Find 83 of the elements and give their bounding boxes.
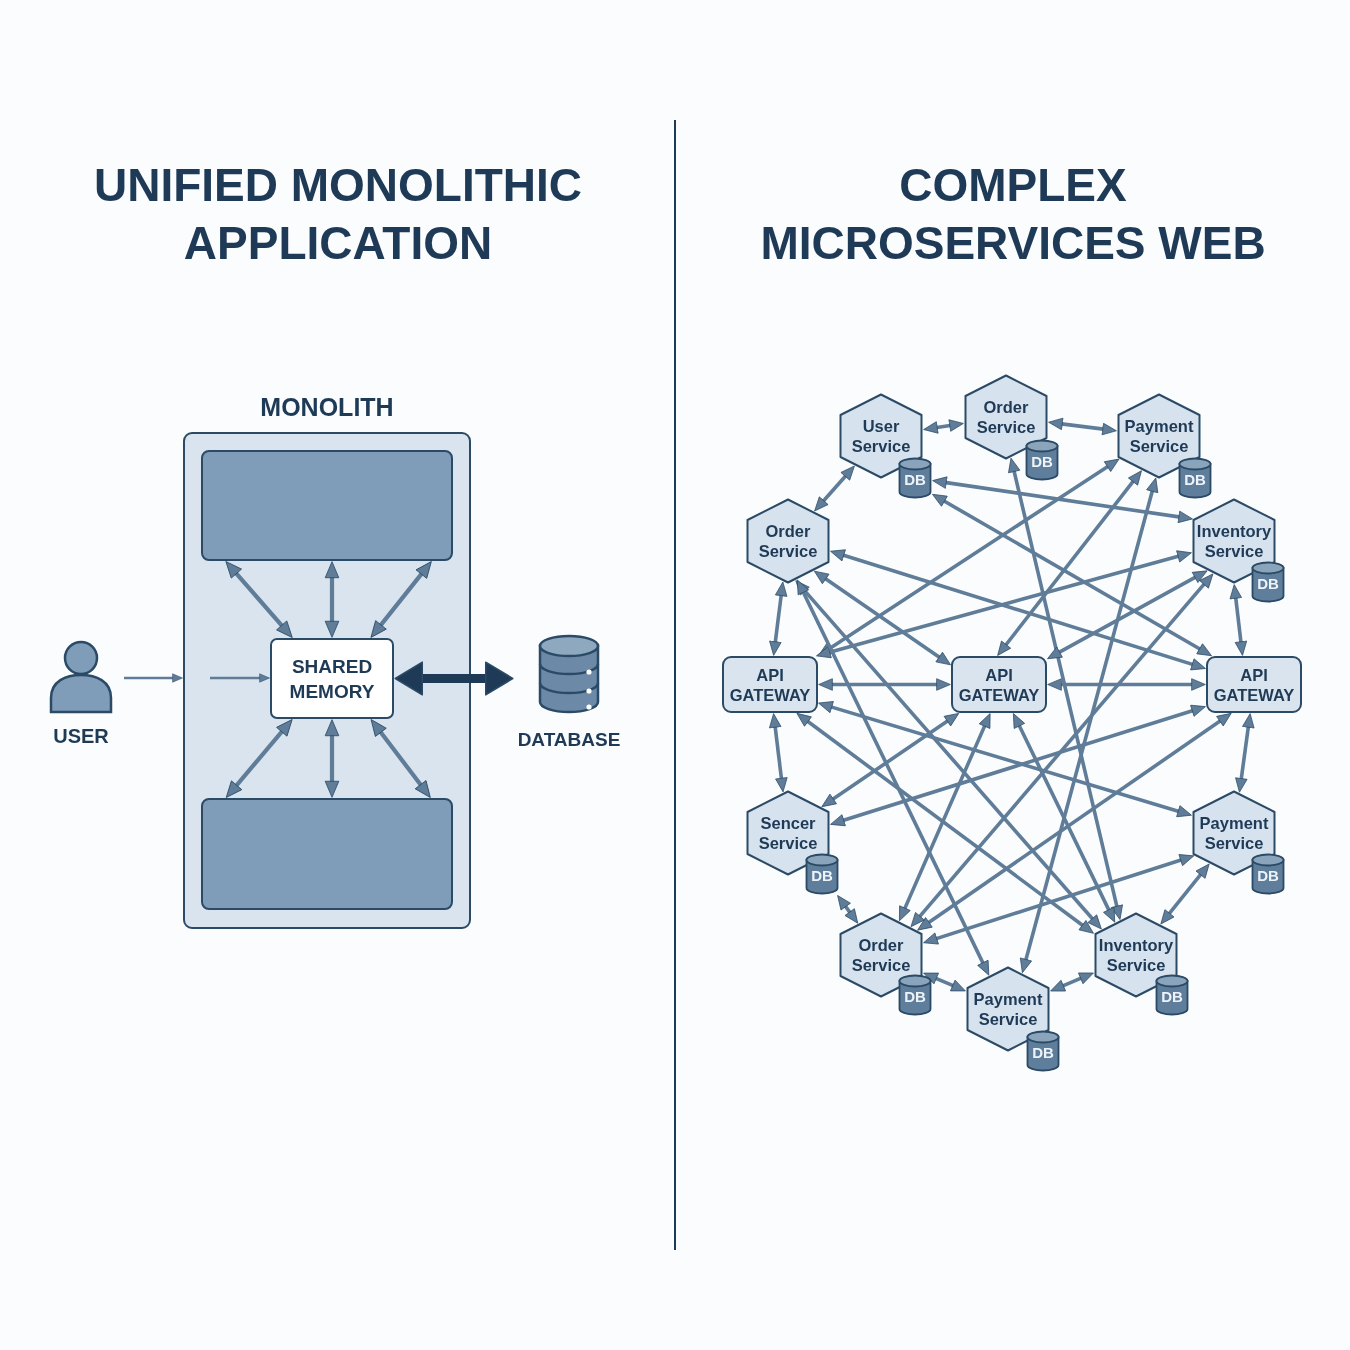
double-arrow — [371, 720, 430, 797]
double-arrow — [819, 678, 950, 691]
double-arrow — [1007, 458, 1124, 919]
db-label: DB — [1031, 452, 1053, 471]
service-name: Order Service — [975, 397, 1037, 437]
service-name: Inventory Service — [1097, 935, 1175, 975]
module-block — [201, 450, 453, 561]
service-name: Inventory Service — [1195, 521, 1273, 561]
double-arrow — [898, 714, 991, 921]
database-cylinder — [898, 457, 932, 499]
block-label: SHARED MEMORY — [288, 654, 376, 704]
double-arrow — [933, 476, 1192, 524]
double-arrow — [924, 419, 963, 434]
double-arrow — [769, 582, 788, 655]
db-label: DB — [1257, 574, 1279, 593]
service-name: Payment Service — [1123, 416, 1195, 456]
db-label: DB — [1161, 987, 1183, 1006]
db-label: DB — [904, 987, 926, 1006]
double-arrow — [814, 571, 951, 665]
double-arrow — [226, 562, 292, 637]
double-arrow — [1235, 714, 1255, 792]
double-arrow — [371, 562, 431, 637]
double-arrow — [997, 471, 1142, 656]
double-arrow — [924, 853, 1194, 945]
panel-heading: MONOLITH — [260, 392, 394, 422]
double-arrow — [924, 972, 965, 992]
double-arrow — [933, 494, 1211, 656]
gateway-label: API GATEWAY — [728, 664, 812, 705]
database-cylinder — [1026, 1030, 1060, 1072]
db-label: DB — [1257, 866, 1279, 885]
double-arrow — [831, 549, 1205, 671]
database-cylinder — [1251, 853, 1285, 895]
database-cylinder — [1025, 439, 1059, 481]
double-arrow — [837, 895, 858, 923]
double-arrow — [394, 664, 514, 693]
service-name: Sencer Service — [757, 813, 819, 853]
double-arrow — [831, 704, 1205, 827]
double-arrow — [1019, 478, 1159, 973]
double-arrow — [817, 550, 1191, 659]
gateway-label: API GATEWAY — [1212, 664, 1296, 705]
service-name: User Service — [850, 416, 912, 456]
double-arrow — [822, 713, 959, 807]
database-cylinder — [898, 974, 932, 1016]
db-label: DB — [811, 866, 833, 885]
gateway-label: API GATEWAY — [957, 664, 1041, 705]
gateway-block — [722, 656, 818, 713]
double-arrow — [797, 580, 989, 975]
database-cylinder — [1178, 457, 1212, 499]
service-name: Order Service — [850, 935, 912, 975]
service-name: Payment Service — [972, 989, 1044, 1029]
double-arrow — [814, 466, 855, 511]
database-cylinder — [805, 853, 839, 895]
double-arrow — [819, 700, 1191, 818]
actor-label: USER — [53, 724, 109, 748]
service-name: Order Service — [757, 521, 819, 561]
db-label: DB — [1032, 1043, 1054, 1062]
double-arrow — [1048, 571, 1207, 659]
double-arrow — [1013, 714, 1115, 922]
double-arrow — [324, 562, 340, 637]
service-name: Payment Service — [1198, 813, 1270, 853]
double-arrow — [769, 714, 788, 792]
database-cylinder — [1251, 561, 1285, 603]
double-arrow — [1049, 417, 1116, 436]
service-hexagon — [746, 498, 830, 584]
double-arrow — [324, 720, 340, 797]
double-arrow — [226, 720, 292, 797]
double-arrow — [797, 713, 1093, 934]
double-arrow — [1051, 972, 1093, 992]
db-label: DB — [1184, 470, 1206, 489]
double-arrow — [911, 574, 1213, 927]
double-arrow — [1229, 585, 1248, 655]
double-arrow — [1048, 678, 1205, 691]
memory-block — [270, 638, 394, 719]
module-block — [201, 798, 453, 910]
gateway-block — [1206, 656, 1302, 713]
section-heading: UNIFIED MONOLITHIC APPLICATION — [92, 158, 584, 271]
db-label: DB — [904, 470, 926, 489]
double-arrow — [918, 713, 1231, 930]
database-cylinder — [1155, 974, 1189, 1016]
database-label: DATABASE — [517, 728, 621, 752]
gateway-block — [951, 656, 1047, 713]
section-heading: COMPLEX MICROSERVICES WEB — [759, 158, 1267, 271]
double-arrow — [1161, 864, 1209, 924]
